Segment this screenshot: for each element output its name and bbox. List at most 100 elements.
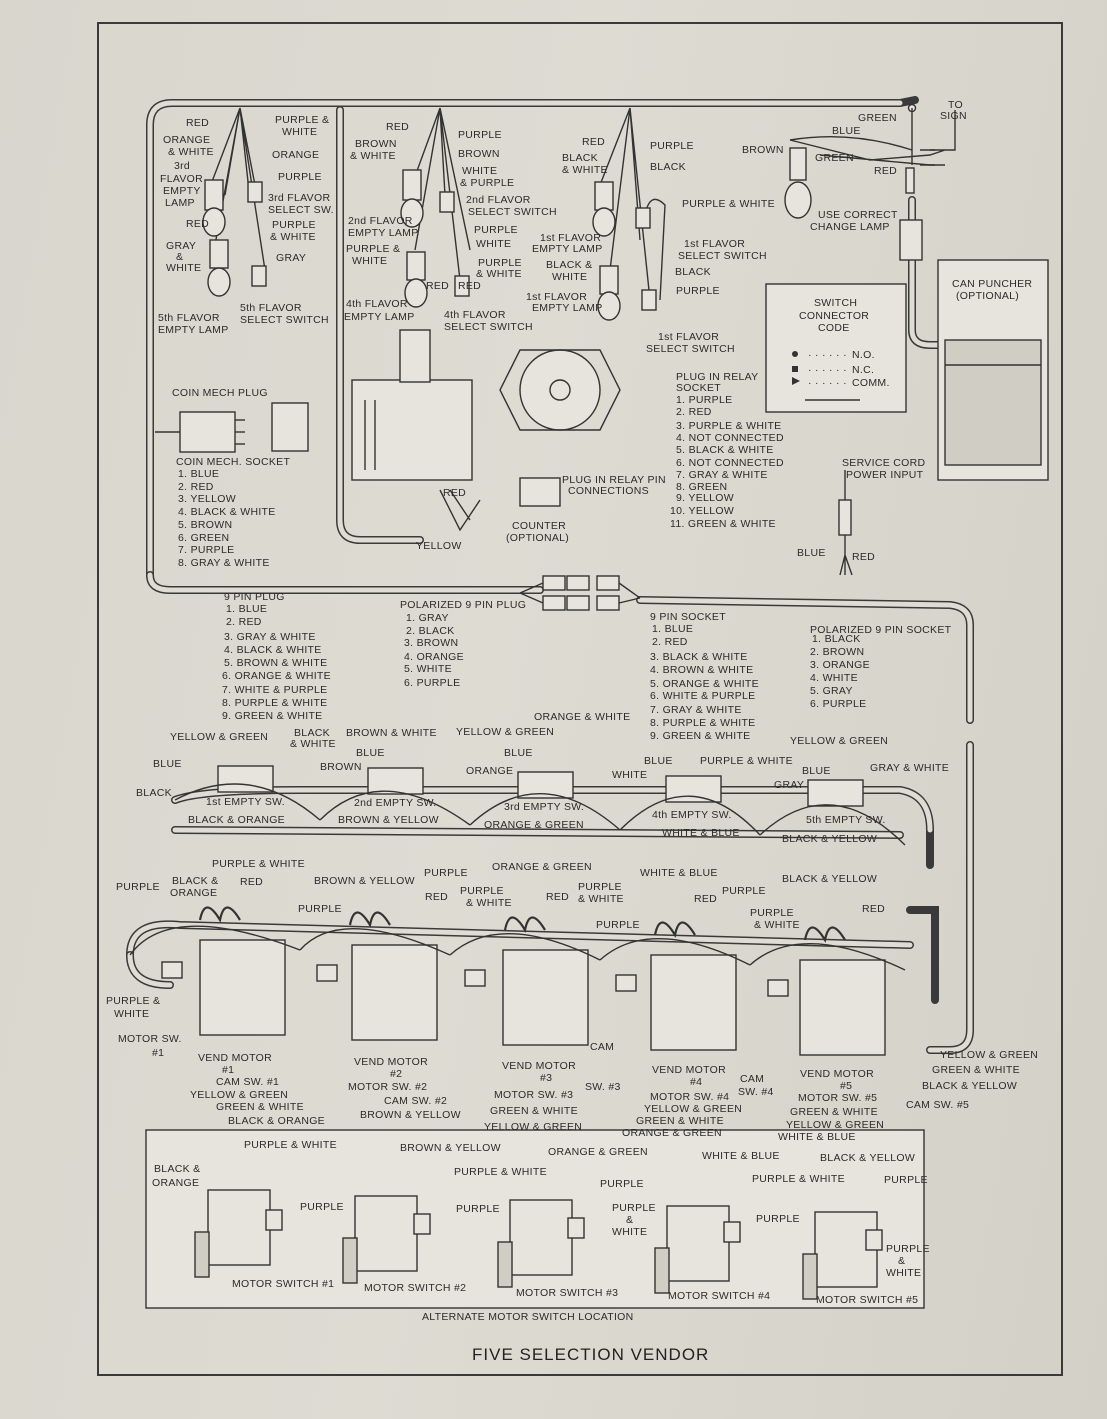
wire-label: BLUE	[356, 747, 385, 759]
relay-pin: 4. NOT CONNECTED	[676, 432, 784, 444]
plug-pin: 4. BROWN & WHITE	[650, 664, 753, 676]
relay-yellow-label: YELLOW	[416, 540, 462, 552]
wire-label: BLUE	[153, 758, 182, 770]
switch-code-box	[765, 283, 907, 413]
alternate-title: ALTERNATE MOTOR SWITCH LOCATION	[422, 1311, 634, 1323]
wire-label: GREEN & WHITE	[216, 1101, 304, 1113]
plug-pin: 8. PURPLE & WHITE	[222, 697, 327, 709]
wire-label: WHITE & BLUE	[662, 827, 740, 839]
motor-switch-label: MOTOR SWITCH #4	[668, 1290, 770, 1302]
relay-pin: 7. GRAY & WHITE	[676, 469, 768, 481]
wire-label: GREEN & WHITE	[636, 1115, 724, 1127]
lamp-label: EMPTY LAMP	[158, 324, 229, 336]
plug-pin: 6. PURPLE	[404, 677, 460, 689]
wire-label: WHITE	[476, 238, 511, 250]
coin-mech-socket-title: COIN MECH. SOCKET	[176, 456, 290, 468]
switch-code-title: CODE	[818, 322, 850, 334]
switch-code-nc: · · · · · ·	[808, 364, 847, 376]
harness-connectors	[519, 167, 923, 611]
vend-motor-label: VEND MOTOR	[502, 1060, 576, 1072]
plug-title: POLARIZED 9 PIN PLUG	[400, 599, 526, 611]
wire-label: BROWN & YELLOW	[338, 814, 439, 826]
lamp-label: EMPTY LAMP	[532, 243, 603, 255]
switch-label: SELECT SWITCH	[646, 343, 735, 355]
sign-wiring	[784, 103, 956, 219]
plug-pin: 1. BLACK	[812, 633, 861, 645]
diagram-frame	[97, 22, 1063, 1376]
to-sign-label-1: TO	[948, 99, 963, 111]
wire-label: PURPLE	[272, 219, 316, 231]
wire-label: BLACK & ORANGE	[228, 1115, 325, 1127]
wire-label: & WHITE	[350, 150, 396, 162]
wire-label: RED	[546, 891, 569, 903]
counter-label: COUNTER	[512, 520, 566, 532]
plug-pin: 5. WHITE	[404, 663, 452, 675]
plug-title: 9 PIN SOCKET	[650, 611, 726, 623]
wire-label: PURPLE & WHITE	[212, 858, 305, 870]
lamp-label: 3rd	[174, 160, 190, 172]
wire-label: WHITE	[282, 126, 317, 138]
wire-label: BROWN & YELLOW	[360, 1109, 461, 1121]
wire-harness	[126, 96, 974, 1054]
wire-label: ORANGE	[163, 134, 210, 146]
vend-motor-label: #3	[540, 1072, 552, 1084]
lamp-label: FLAVOR	[160, 173, 203, 185]
wire-label: WHITE	[886, 1267, 921, 1279]
wire-label: PURPLE & WHITE	[682, 198, 775, 210]
wire-label: BLACK	[294, 727, 330, 739]
relay-area	[351, 329, 853, 576]
plug-pin: 3. ORANGE	[810, 659, 870, 671]
wire-label: RED	[862, 903, 885, 915]
wire-label: YELLOW & GREEN	[190, 1089, 288, 1101]
wire-label: BLACK & ORANGE	[188, 814, 285, 826]
flavor-lamps	[202, 107, 666, 321]
wire-label: & WHITE	[270, 231, 316, 243]
wire-label: PURPLE & WHITE	[454, 1166, 547, 1178]
lamp-label: LAMP	[165, 197, 195, 209]
wire-label: YELLOW & GREEN	[790, 735, 888, 747]
wire-label: BLACK & YELLOW	[922, 1080, 1017, 1092]
wire-label: YELLOW & GREEN	[484, 1121, 582, 1133]
switch-label: 4th FLAVOR	[444, 309, 506, 321]
wire-label: ORANGE	[170, 887, 217, 899]
relay-pin-conn: PLUG IN RELAY PIN	[562, 474, 666, 486]
service-cord-labels: SERVICE CORD POWER INPUT BLUE RED	[797, 457, 925, 563]
wire-label: PURPLE	[886, 1243, 930, 1255]
wire-label: GRAY	[166, 240, 196, 252]
wire-label: & WHITE	[168, 146, 214, 158]
wire-label: PURPLE & WHITE	[244, 1139, 337, 1151]
plug-pin: 1. BLUE	[226, 603, 267, 615]
motor-switch-label: MOTOR SW. #3	[494, 1089, 573, 1101]
wire-label: BLACK	[675, 266, 711, 278]
wire-label: WHITE & BLUE	[640, 867, 718, 879]
wire-label: RED	[186, 218, 209, 230]
plug-pin: 2. RED	[226, 616, 262, 628]
cam-switch-label: CAM	[740, 1073, 764, 1085]
wire-label: BROWN & YELLOW	[314, 875, 415, 887]
wire-label: RED	[240, 876, 263, 888]
wire-label: &	[626, 1214, 633, 1226]
wire-label: GREEN & WHITE	[490, 1105, 578, 1117]
plug-pin: 3. BLACK & WHITE	[650, 651, 748, 663]
can-puncher	[937, 259, 1049, 481]
coin-mech-labels: COIN MECH PLUG COIN MECH. SOCKET 1. BLUE…	[172, 387, 290, 569]
sign-labels: TO SIGN GREEN BLUE BROWN GREEN RED USE C…	[742, 99, 967, 233]
relay-pin: 1. PURPLE	[676, 394, 732, 406]
wire-label: WHITE	[462, 165, 497, 177]
plug-pin: 2. BROWN	[810, 646, 864, 658]
wire-label: PURPLE	[474, 224, 518, 236]
relay-pin: 10. YELLOW	[670, 505, 734, 517]
relay-red-label: RED	[443, 487, 466, 499]
plug-pin: 6. PURPLE	[810, 698, 866, 710]
switch-code-comm: · · · · · ·	[808, 377, 847, 389]
motor-switch-label: MOTOR SWITCH #3	[516, 1287, 618, 1299]
relay-pin: 3. PURPLE & WHITE	[676, 420, 781, 432]
switch-label: SELECT SWITCH	[240, 314, 329, 326]
service-cord-title: SERVICE CORD	[842, 457, 925, 469]
alternate-box	[145, 1129, 925, 1309]
plug-pin: 5. GRAY	[810, 685, 853, 697]
switch-code-item: N.C.	[852, 364, 874, 376]
wire-label: ORANGE & GREEN	[484, 819, 584, 831]
relay-socket-title: SOCKET	[676, 382, 721, 394]
